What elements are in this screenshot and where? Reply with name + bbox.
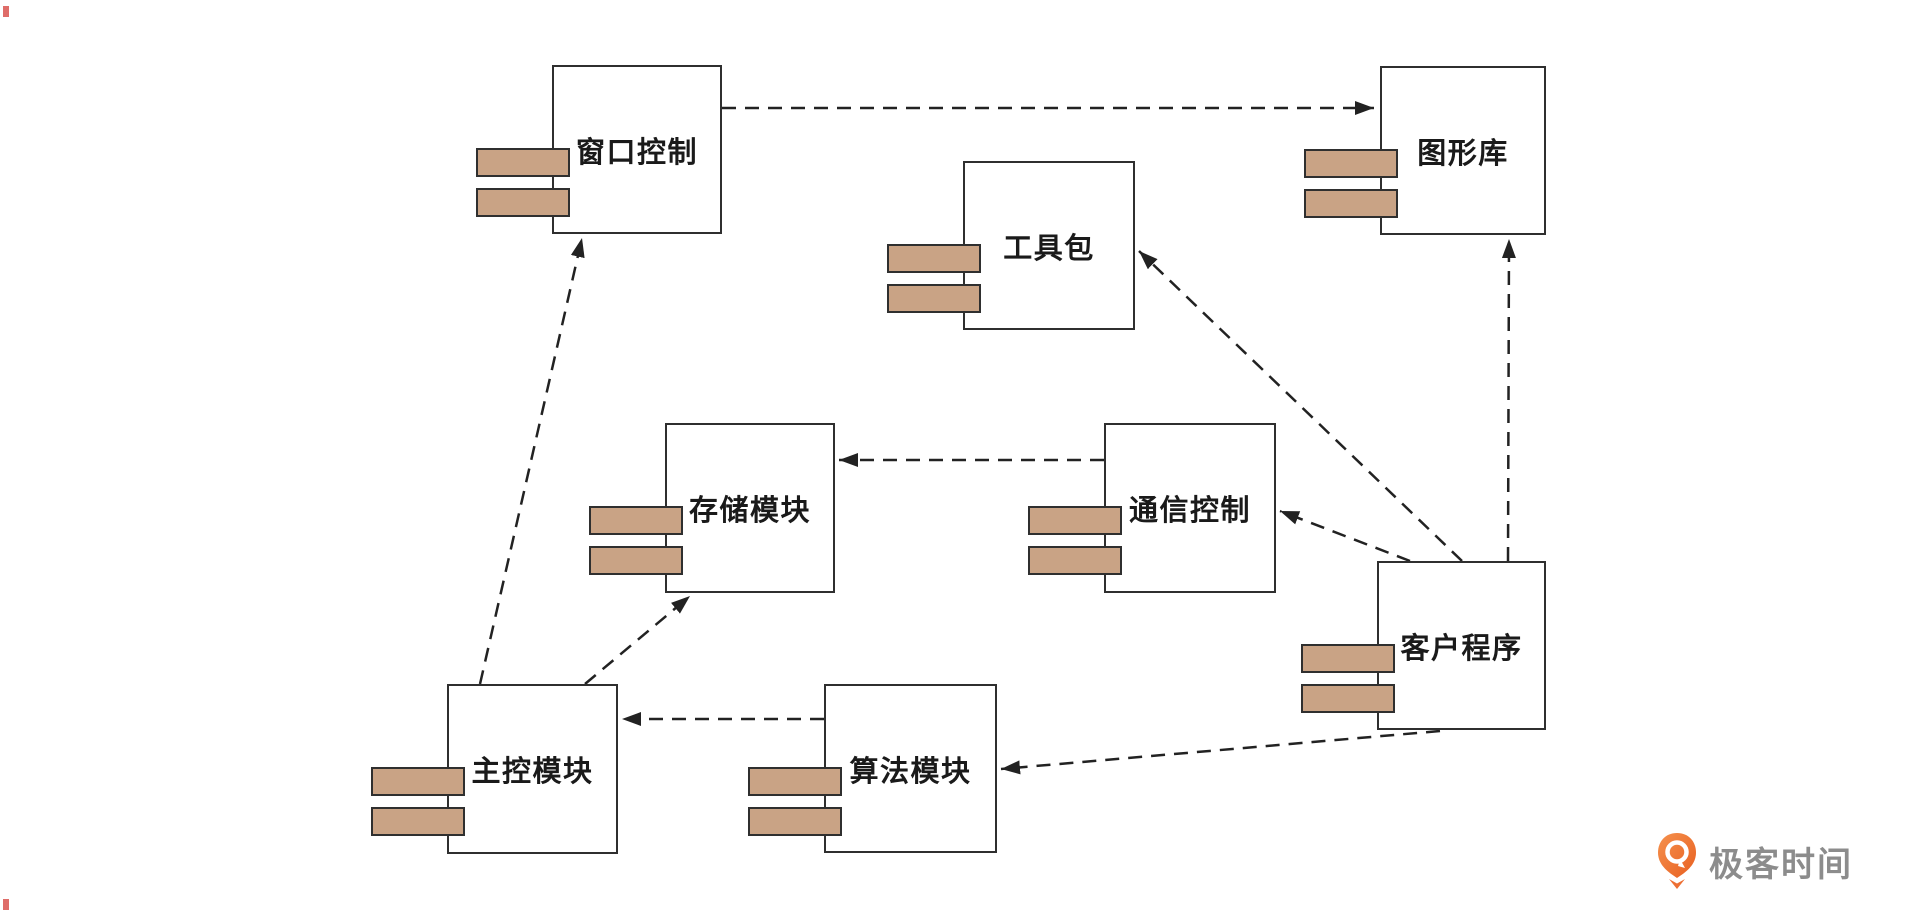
component-label: 客户程序 [1400,632,1523,665]
uml-interface-tab [371,767,465,796]
uml-interface-tab [476,148,570,177]
geektime-logo: 极客时间 [1656,831,1853,891]
uml-interface-tab [887,244,981,273]
uml-interface-tab [476,188,570,217]
uml-interface-tab [748,767,842,796]
uml-interface-tab [589,546,683,575]
dependency-arrow-client-program-to-communication-control [1279,509,1411,563]
dependency-arrow-client-program-to-graphics-library [1501,238,1516,562]
uml-interface-tab [1301,644,1395,673]
uml-interface-tab [887,284,981,313]
geektime-logo-icon [1658,833,1696,889]
component-algorithm-module: 算法模块 [748,684,997,853]
uml-interface-tab [589,506,683,535]
component-label: 主控模块 [471,756,594,788]
uml-interface-tab [1304,149,1398,178]
component-window-control: 窗口控制 [476,65,722,234]
uml-interface-tab [1028,546,1122,575]
uml-interface-tab [748,807,842,836]
geektime-logo-text: 极客时间 [1709,845,1853,884]
page-marker-top [3,6,9,17]
dependency-arrow-client-program-to-algorithm-module [1000,729,1441,775]
component-client-program: 客户程序 [1301,561,1546,730]
component-main-control-module: 主控模块 [371,684,618,854]
component-label: 图形库 [1417,137,1509,170]
component-label: 通信控制 [1128,495,1251,527]
page-marker-bottom [3,899,9,910]
uml-interface-tab [1301,684,1395,713]
component-label: 窗口控制 [575,136,698,169]
dependency-arrow-main-control-module-to-window-control [478,237,585,685]
component-label: 工具包 [1003,232,1095,265]
component-storage-module: 存储模块 [589,423,835,593]
uml-interface-tab [371,807,465,836]
component-communication-control: 通信控制 [1028,423,1276,593]
component-toolkit: 工具包 [887,161,1135,330]
uml-interface-tab [1304,189,1398,218]
component-label: 存储模块 [688,495,811,527]
dependency-arrow-main-control-module-to-storage-module [584,595,691,685]
uml-interface-tab [1028,506,1122,535]
component-label: 算法模块 [849,755,972,788]
component-graphics-library: 图形库 [1304,66,1546,235]
